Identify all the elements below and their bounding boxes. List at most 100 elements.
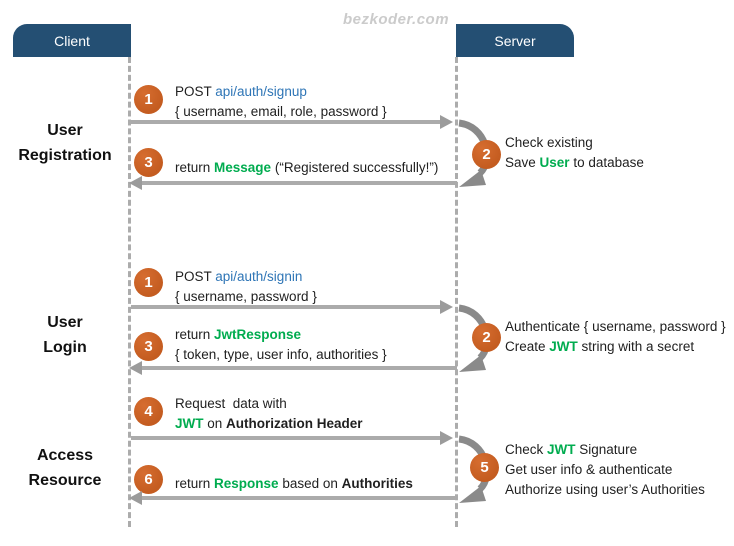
arrow-head-downleft-icon bbox=[459, 486, 486, 503]
note-line: Save User to database bbox=[505, 153, 644, 173]
arrow-head-right-icon bbox=[440, 300, 453, 314]
text-segment: User bbox=[539, 155, 570, 170]
server-note: Check JWT Signature Get user info & auth… bbox=[505, 440, 705, 500]
section-label-line: User bbox=[47, 122, 83, 139]
arrow-shaft bbox=[141, 366, 457, 370]
response-message: return JwtResponse { token, type, user i… bbox=[175, 325, 387, 365]
section-label-user-login: User Login bbox=[0, 310, 130, 360]
section-label-access-resource: Access Resource bbox=[0, 443, 130, 493]
message-line: return Response based on Authorities bbox=[175, 474, 413, 494]
text-segment: JwtResponse bbox=[214, 327, 302, 342]
message-line: POST api/auth/signin bbox=[175, 267, 317, 287]
text-segment: api/auth/signup bbox=[215, 84, 307, 99]
arrow-head-left-icon bbox=[129, 176, 142, 190]
section-label-line: User bbox=[47, 314, 83, 331]
message-line: JWT on Authorization Header bbox=[175, 414, 363, 434]
arrow-head-right-icon bbox=[440, 431, 453, 445]
arrow-shaft bbox=[131, 120, 441, 124]
section-label-line: Login bbox=[43, 339, 87, 356]
server-actor-box: Server bbox=[456, 24, 574, 57]
section-label-line: Registration bbox=[18, 147, 112, 164]
text-segment: to database bbox=[569, 155, 644, 170]
message-line: { username, password } bbox=[175, 287, 317, 307]
step-badge: 4 bbox=[134, 397, 163, 426]
text-segment: Request data with bbox=[175, 396, 287, 411]
message-line: POST api/auth/signup bbox=[175, 82, 387, 102]
text-segment: based on bbox=[278, 476, 342, 491]
server-note: Authenticate { username, password } Crea… bbox=[505, 317, 726, 357]
client-actor-label: Client bbox=[54, 32, 90, 49]
text-segment: Check bbox=[505, 442, 548, 457]
text-segment: Response bbox=[214, 476, 279, 491]
text-segment: JWT bbox=[547, 442, 576, 457]
request-arrow bbox=[131, 300, 453, 314]
step-badge: 6 bbox=[134, 465, 163, 494]
server-lifeline bbox=[455, 57, 458, 527]
arrow-head-left-icon bbox=[129, 491, 142, 505]
text-segment: Create bbox=[505, 339, 550, 354]
client-lifeline bbox=[128, 57, 131, 527]
message-line: Request data with bbox=[175, 394, 363, 414]
note-line: Check JWT Signature bbox=[505, 440, 705, 460]
response-message: return Message (“Registered successfully… bbox=[175, 158, 438, 178]
arrow-head-right-icon bbox=[440, 115, 453, 129]
text-segment: return bbox=[175, 327, 215, 342]
arrow-shaft bbox=[141, 496, 457, 500]
server-actor-label: Server bbox=[494, 32, 536, 49]
response-arrow bbox=[129, 491, 457, 505]
request-arrow bbox=[131, 115, 453, 129]
client-actor-box: Client bbox=[13, 24, 131, 57]
arrow-shaft bbox=[141, 181, 457, 185]
text-segment: Check existing bbox=[505, 135, 593, 150]
step-badge: 3 bbox=[134, 148, 163, 177]
response-arrow bbox=[129, 176, 457, 190]
step-badge: 1 bbox=[134, 85, 163, 114]
note-line: Create JWT string with a secret bbox=[505, 337, 726, 357]
text-segment: Authorities bbox=[341, 476, 413, 491]
text-segment: (“Registered successfully!”) bbox=[271, 160, 439, 175]
step-badge: 2 bbox=[472, 140, 501, 169]
section-label-line: Resource bbox=[28, 472, 102, 489]
text-segment: Get user info & authenticate bbox=[505, 462, 673, 477]
text-segment: return bbox=[175, 160, 215, 175]
step-badge: 1 bbox=[134, 268, 163, 297]
arrow-shaft bbox=[131, 436, 441, 440]
request-message: Request data with JWT on Authorization H… bbox=[175, 394, 363, 434]
message-line: return JwtResponse bbox=[175, 325, 387, 345]
text-segment: Signature bbox=[575, 442, 638, 457]
section-label-user-registration: User Registration bbox=[0, 118, 130, 168]
request-message: POST api/auth/signup { username, email, … bbox=[175, 82, 387, 122]
request-arrow bbox=[131, 431, 453, 445]
step-badge: 2 bbox=[472, 323, 501, 352]
text-segment: { token, type, user info, authorities } bbox=[175, 347, 387, 362]
text-segment: api/auth/signin bbox=[215, 269, 303, 284]
note-line: Get user info & authenticate bbox=[505, 460, 705, 480]
response-message: return Response based on Authorities bbox=[175, 474, 413, 494]
text-segment: return bbox=[175, 476, 215, 491]
message-line: { token, type, user info, authorities } bbox=[175, 345, 387, 365]
text-segment: string with a secret bbox=[577, 339, 695, 354]
message-line: { username, email, role, password } bbox=[175, 102, 387, 122]
text-segment: JWT bbox=[175, 416, 204, 431]
note-line: Authorize using user’s Authorities bbox=[505, 480, 705, 500]
step-badge: 3 bbox=[134, 332, 163, 361]
section-label-line: Access bbox=[36, 447, 94, 464]
text-segment: POST bbox=[175, 269, 216, 284]
arrow-head-left-icon bbox=[129, 361, 142, 375]
arrow-head-downleft-icon bbox=[459, 170, 486, 187]
note-line: Authenticate { username, password } bbox=[505, 317, 726, 337]
arrow-head-downleft-icon bbox=[459, 355, 486, 372]
text-segment: Authorize using user’s Authorities bbox=[505, 482, 705, 497]
text-segment: Authorization Header bbox=[226, 416, 363, 431]
text-segment: POST bbox=[175, 84, 216, 99]
text-segment: Message bbox=[214, 160, 272, 175]
message-line: return Message (“Registered successfully… bbox=[175, 158, 438, 178]
response-arrow bbox=[129, 361, 457, 375]
watermark: bezkoder.com bbox=[343, 11, 450, 28]
text-segment: on bbox=[203, 416, 227, 431]
note-line: Check existing bbox=[505, 133, 644, 153]
arrow-shaft bbox=[131, 305, 441, 309]
text-segment: JWT bbox=[549, 339, 578, 354]
step-badge: 5 bbox=[470, 453, 499, 482]
